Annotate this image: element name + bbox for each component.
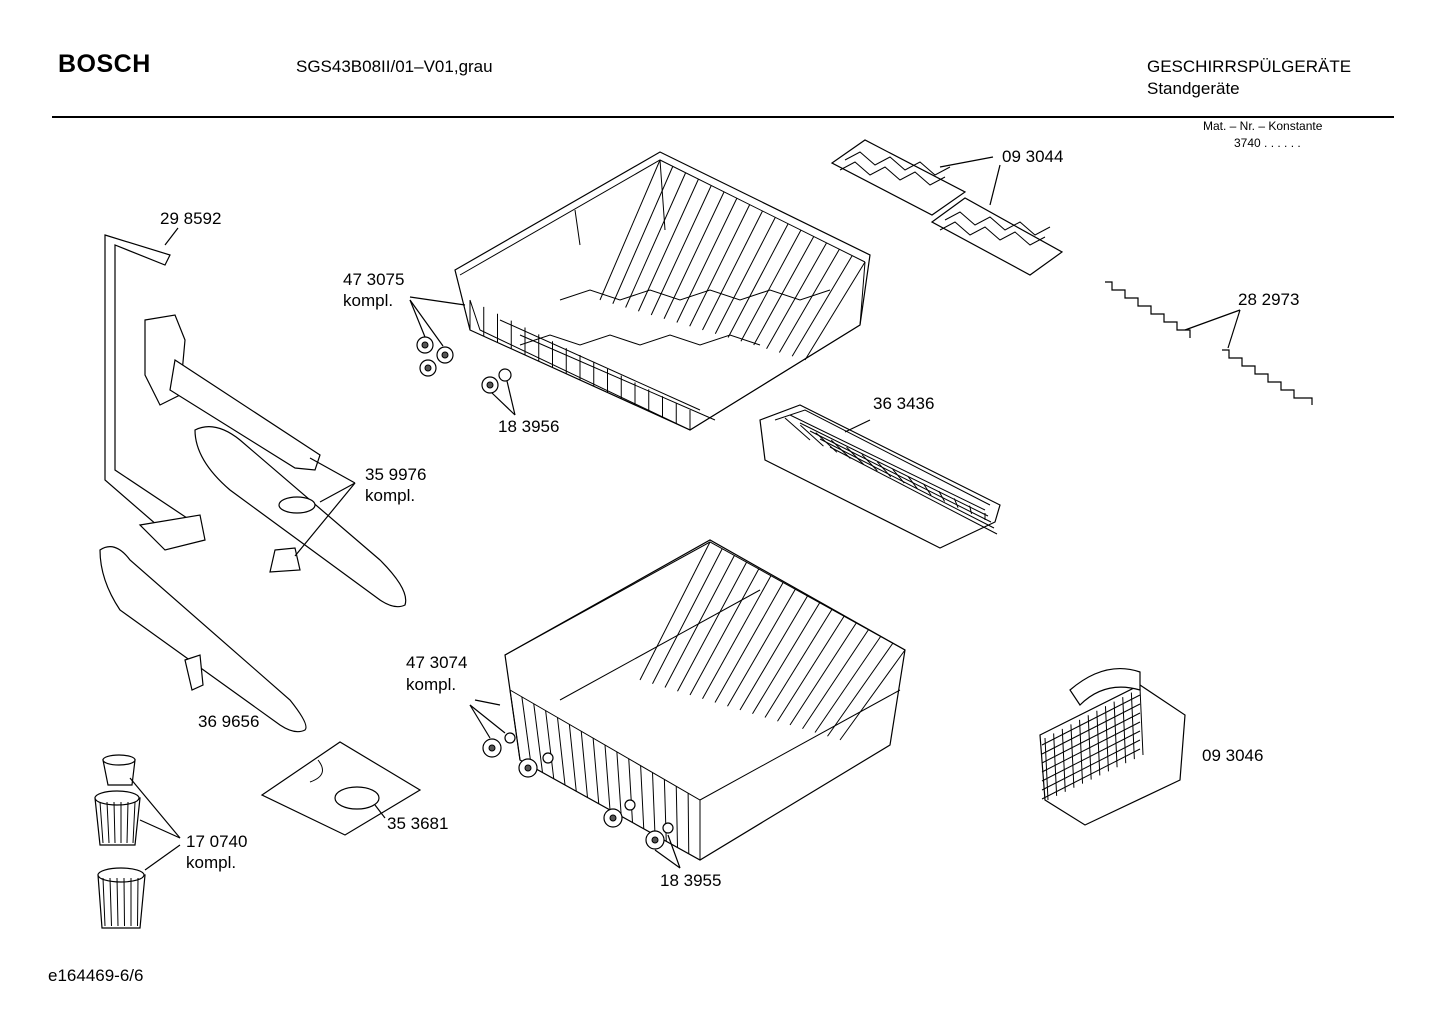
part-label-363436: 36 3436 [873, 394, 935, 413]
part-label-170740: 17 0740 [186, 832, 248, 851]
header-divider [52, 116, 1394, 118]
category-title: GESCHIRRSPÜLGERÄTE [1147, 57, 1352, 76]
cutlery-basket-drawing [1039, 668, 1186, 826]
spray-pipe-drawing [104, 234, 321, 551]
part-label-473075: 47 3075 [343, 270, 405, 289]
part-note-359976: kompl. [365, 486, 416, 505]
lower-basket-wheels [482, 732, 674, 850]
part-note-473075: kompl. [343, 291, 394, 310]
part-label-473074: 47 3074 [406, 653, 468, 672]
brand-logo: BOSCH [58, 50, 151, 78]
part-label-353681: 35 3681 [387, 814, 449, 833]
part-label-298592: 29 8592 [160, 209, 222, 228]
part-label-359976: 35 9976 [365, 465, 427, 484]
upper-basket-wheels [416, 336, 512, 394]
upper-basket-drawing [454, 151, 871, 431]
part-label-093044: 09 3044 [1002, 147, 1064, 166]
lower-basket-drawing [504, 539, 906, 861]
filter-drawing [94, 754, 146, 929]
cup-shelf-drawing [830, 139, 1064, 276]
material-number-value: 3740 . . . . . . [1234, 136, 1301, 150]
part-label-093046: 09 3046 [1202, 746, 1264, 765]
upper-spray-arm-drawing [194, 426, 407, 608]
part-note-170740: kompl. [186, 853, 237, 872]
lower-spray-arm-drawing [99, 546, 307, 733]
material-number-label: Mat. – Nr. – Konstante [1203, 119, 1323, 133]
part-label-282973: 28 2973 [1238, 290, 1300, 309]
part-note-473074: kompl. [406, 675, 457, 694]
part-label-369656: 36 9656 [198, 712, 260, 731]
leader-lines [129, 156, 1241, 871]
category-subtitle: Standgeräte [1147, 79, 1240, 98]
model-number: SGS43B08II/01–V01,grau [296, 57, 493, 76]
part-label-183956: 18 3956 [498, 417, 560, 436]
rail-drawing [1105, 281, 1313, 405]
cutlery-tray-drawing [759, 404, 1001, 549]
drawing-id: e164469-6/6 [48, 966, 144, 985]
part-label-183955: 18 3955 [660, 871, 722, 890]
